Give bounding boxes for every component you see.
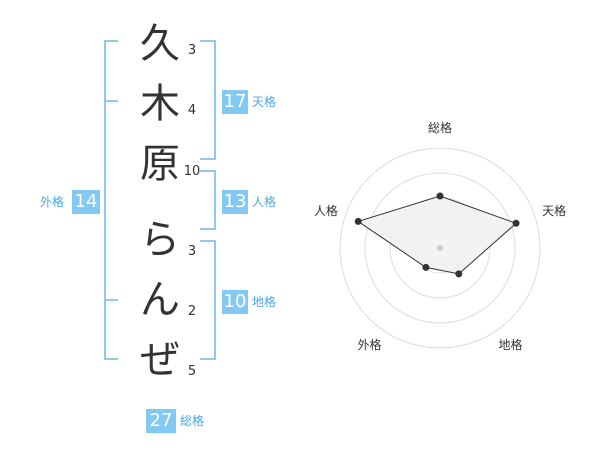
jinkaku-label: 人格: [252, 195, 277, 209]
tenkaku-badge: 17: [222, 90, 248, 114]
gaikaku-bracket-tick: [104, 299, 118, 301]
jinkaku-bracket: [200, 170, 216, 230]
radar-point: [436, 192, 444, 200]
stroke-count-3: 10: [183, 164, 201, 179]
stroke-count-5: 2: [187, 304, 197, 319]
radar-point: [354, 217, 362, 225]
name-char-2: 木: [140, 81, 180, 127]
chikaku-badge: 10: [222, 290, 248, 314]
stroke-count-4: 3: [187, 244, 197, 259]
chikaku-label: 地格: [252, 295, 277, 309]
radar-ring: [364, 172, 516, 324]
chikaku-bracket: [200, 240, 216, 360]
name-char-4: ら: [140, 217, 180, 263]
name-char-5: ん: [140, 277, 180, 323]
soukaku-badge: 27: [146, 409, 176, 433]
name-char-1: 久: [140, 21, 180, 67]
radar-ring: [339, 147, 541, 349]
radar-axis-label: 人格: [314, 203, 338, 218]
name-char-6: ぜ: [140, 337, 180, 383]
gaikaku-badge: 14: [72, 190, 100, 214]
stroke-count-2: 4: [187, 103, 197, 118]
radar-axis-label: 外格: [357, 337, 381, 352]
radar-center-dot: [437, 245, 443, 251]
radar-area: [357, 195, 518, 275]
gaikaku-bracket-tick: [104, 100, 118, 102]
radar-points: [354, 192, 520, 278]
radar-axis-label: 天格: [542, 203, 566, 218]
radar-point: [512, 219, 520, 227]
gaikaku-bracket: [104, 40, 118, 360]
tenkaku-bracket: [200, 40, 216, 160]
radar-axis-label: 総格: [428, 120, 452, 135]
radar-point: [455, 270, 463, 278]
gaikaku-label: 外格: [40, 195, 65, 209]
radar-axis-label: 地格: [499, 337, 523, 352]
name-char-3: 原: [140, 141, 180, 187]
tenkaku-label: 天格: [252, 95, 277, 109]
jinkaku-badge: 13: [222, 190, 248, 214]
soukaku-label: 総格: [180, 414, 205, 428]
radar-point: [422, 263, 430, 271]
stroke-count-6: 5: [187, 364, 197, 379]
stroke-count-1: 3: [187, 43, 197, 58]
